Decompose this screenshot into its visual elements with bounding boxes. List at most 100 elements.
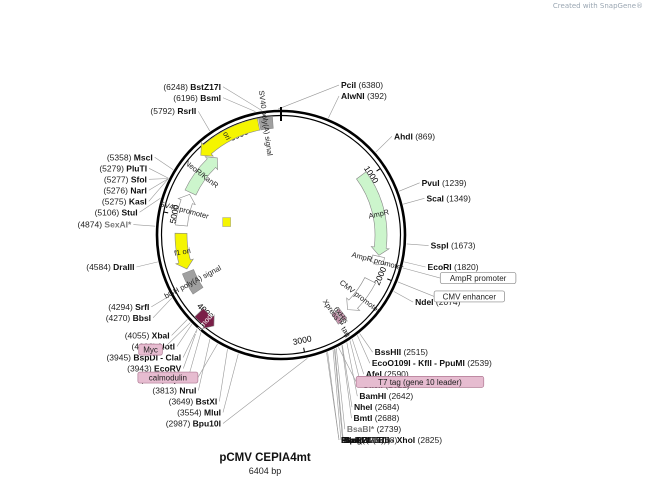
site-leader [139, 197, 161, 213]
site-label-sfoi: (5277) SfoI [104, 174, 147, 184]
site-label-blpi: BlpI (2816) [341, 435, 384, 445]
snapgene-credit: Created with SnapGene® [552, 2, 643, 10]
site-label-mlui: (3554) MluI [177, 407, 221, 417]
site-leader [151, 295, 171, 308]
site-label-draiii: (4584) DraIII [86, 262, 134, 272]
feature-label: bGH poly(A) signal [163, 263, 223, 300]
site-leader [187, 332, 202, 380]
site-leader [393, 291, 414, 303]
site-label-msci: (5358) MscI [107, 152, 153, 162]
feature-sv40-promoter [175, 193, 196, 227]
callout-leader [397, 281, 435, 297]
feature-label: ori [221, 130, 233, 142]
callout-box-ampr-promoter [439, 272, 517, 284]
site-leader [332, 349, 342, 441]
site-label-sspi: SspI (1673) [431, 241, 476, 251]
backbone-outer-circle [155, 109, 407, 361]
callout-label: CMV enhancer [443, 292, 497, 301]
site-leader [219, 349, 228, 402]
site-label-bbsi: (4270) BbsI [106, 313, 151, 323]
feature-label: AmpR [368, 207, 391, 220]
tick-1000 [376, 168, 381, 172]
callout-leader [338, 347, 357, 383]
site-leader [399, 182, 420, 192]
feature-sv40-poly-a-signal [258, 115, 274, 131]
site-leader [148, 178, 169, 191]
site-label-nrui: (3813) NruI [152, 385, 196, 395]
site-leader [359, 333, 373, 353]
site-label-sexai: (4874) SexAI* [77, 220, 132, 230]
plasmid-name: pCMV CEPIA4mt [219, 452, 311, 464]
site-label-kasi: (5275) KasI [102, 196, 147, 206]
feature-ampr-promoter [368, 254, 387, 266]
callout-leader [162, 322, 191, 350]
feature-ampr [356, 171, 390, 256]
site-label-ahdi: AhdI (869) [394, 131, 435, 141]
site-leader [197, 111, 211, 132]
site-leader [148, 178, 169, 180]
site-label-xbai: (4055) XbaI [125, 330, 170, 340]
site-leader [222, 353, 239, 413]
site-leader [148, 178, 169, 202]
site-label-nari: (5276) NarI [103, 185, 146, 195]
site-leader [346, 342, 358, 397]
site-label-bsshii: BssHII (2515) [375, 347, 429, 357]
site-label-bspdi-clai: (3945) BspDI - ClaI [106, 352, 181, 362]
site-leader [351, 338, 365, 375]
site-leader [328, 95, 340, 119]
plasmid-size: 6404 bp [248, 466, 282, 476]
site-leader [335, 348, 346, 430]
site-label-scai: ScaI (1349) [426, 193, 471, 203]
feature-cmv-promoter [346, 277, 376, 311]
site-label-pluti: (5279) PluTI [99, 163, 147, 173]
feature-sv40-ori [222, 217, 231, 227]
site-label-sali: SalI (2756) [345, 435, 387, 445]
site-label-stui: (5106) StuI [95, 207, 138, 217]
site-label-ecoo109i-kfli-ppumi: EcoO109I - KflI - PpuMI (2539) [372, 358, 492, 368]
callout-box-myc [138, 343, 163, 356]
site-leader [277, 84, 340, 110]
tick-label: 3000 [292, 333, 313, 347]
site-leader [334, 348, 344, 441]
feature-bgh-poly-a-signal [182, 269, 204, 295]
feature-6xhis [335, 308, 348, 322]
site-label-pvui: PvuI (1239) [422, 178, 467, 188]
feature-ori [200, 118, 261, 157]
site-label-pcii: PciI (6380) [341, 80, 383, 90]
site-leader [154, 157, 174, 170]
tick-5000 [163, 211, 169, 214]
feature-calmodulin [194, 308, 215, 329]
site-label-ecori: EcoRI (1820) [428, 262, 479, 272]
callout-leader [402, 267, 441, 279]
site-leader [406, 243, 429, 246]
site-label-bstz17i: (6248) BstZ17I [163, 82, 221, 92]
site-label-bsmi: (6196) BsmI [173, 93, 221, 103]
site-leader [183, 329, 198, 369]
site-leader [176, 323, 193, 347]
site-leader-lines [133, 84, 429, 441]
feature-label: f1 ori [173, 246, 191, 258]
site-leader [222, 357, 308, 424]
site-label-alwni: AlwNI (392) [341, 91, 387, 101]
site-label-afei: AfeI (2590) [366, 369, 409, 379]
site-label-nhei: NheI (2684) [354, 402, 400, 412]
site-leader [334, 349, 343, 441]
site-label-ncoi: NcoI (2751) [345, 435, 391, 445]
restriction-sites: (6248) BstZ17I(6196) BsmI(5792) RsrII(53… [77, 80, 491, 445]
site-leader [326, 352, 340, 441]
site-label-bstxi: (3649) BstXI [169, 396, 218, 406]
site-label-ecorv: (3943) EcoRV [127, 363, 182, 373]
site-leader [222, 86, 262, 111]
tick-3000 [303, 347, 306, 353]
feature-neor-kanr [184, 156, 219, 196]
callout-label: AmpR promoter [450, 274, 507, 283]
site-label-bsabi: BsaBI* (2739) [347, 424, 402, 434]
callout-label: Myc [143, 346, 158, 355]
site-leader [133, 224, 156, 227]
site-leader [152, 297, 173, 319]
site-leader [375, 136, 393, 153]
site-leader [182, 328, 198, 358]
